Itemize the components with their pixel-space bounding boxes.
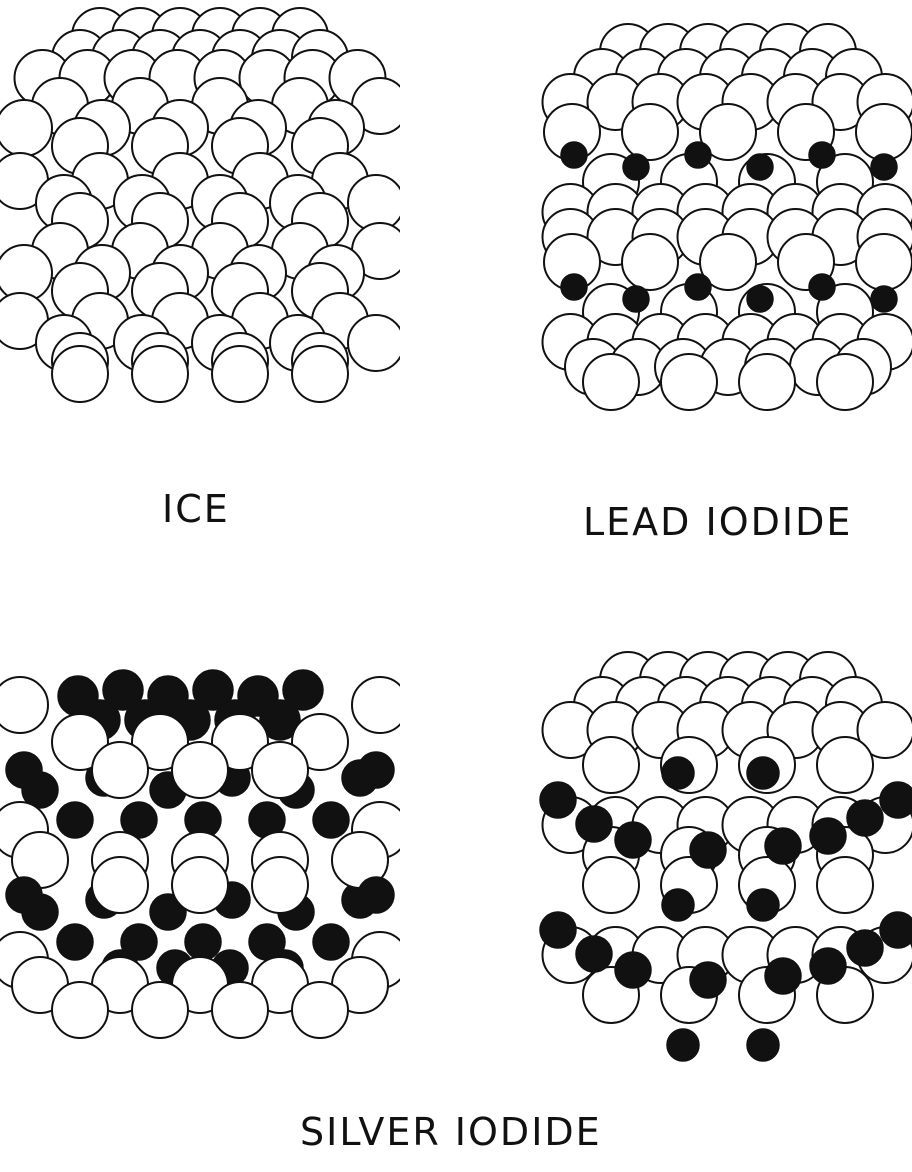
large-atom: [583, 857, 639, 913]
large-atom: [583, 737, 639, 793]
small-atom: [747, 154, 773, 180]
silver-iodide-structure-drawing-left: [0, 650, 400, 1070]
small-atom: [880, 912, 912, 948]
large-atom: [622, 234, 678, 290]
small-atom: [358, 877, 394, 913]
large-atom: [348, 315, 400, 371]
large-atom: [132, 982, 188, 1038]
small-atom: [6, 752, 42, 788]
large-atom: [856, 234, 912, 290]
small-atom: [871, 286, 897, 312]
small-atom: [57, 802, 93, 838]
small-atom: [313, 802, 349, 838]
small-atom: [540, 912, 576, 948]
ice-structure-panel: [0, 6, 400, 426]
large-atom: [292, 346, 348, 402]
large-atom: [817, 737, 873, 793]
lead-iodide-label: LEAD IODIDE: [583, 500, 852, 544]
silver-iodide-structure-drawing-right: [528, 650, 912, 1070]
large-atom: [352, 677, 400, 733]
silver-iodide-structure-panel-left: [0, 650, 400, 1070]
small-atom: [747, 1029, 779, 1061]
small-atom: [685, 274, 711, 300]
large-atom: [661, 354, 717, 410]
small-atom: [358, 752, 394, 788]
small-atom: [880, 782, 912, 818]
small-atom: [561, 142, 587, 168]
large-atom: [0, 677, 48, 733]
small-atom: [690, 832, 726, 868]
small-atom: [313, 924, 349, 960]
small-atom: [662, 889, 694, 921]
small-atom: [540, 782, 576, 818]
small-atom: [809, 142, 835, 168]
small-atom: [662, 757, 694, 789]
large-atom: [252, 742, 308, 798]
small-atom: [6, 877, 42, 913]
small-atom: [847, 930, 883, 966]
ice-structure-drawing: [0, 6, 400, 426]
small-atom: [690, 962, 726, 998]
small-atom: [576, 806, 612, 842]
lead-iodide-structure-drawing: [528, 22, 912, 442]
silver-iodide-structure-panel-right: [528, 650, 912, 1070]
small-atom: [847, 800, 883, 836]
large-atom: [0, 245, 52, 301]
small-atom: [623, 154, 649, 180]
large-atom: [583, 354, 639, 410]
large-atom: [212, 346, 268, 402]
large-atom: [132, 346, 188, 402]
ice-label: ICE: [162, 487, 230, 531]
large-atom: [817, 857, 873, 913]
large-atom: [92, 742, 148, 798]
large-atom: [212, 982, 268, 1038]
small-atom: [623, 286, 649, 312]
large-atom: [348, 175, 400, 231]
large-atom: [172, 857, 228, 913]
large-atom: [856, 104, 912, 160]
small-atom: [871, 154, 897, 180]
small-atom: [185, 924, 221, 960]
small-atom: [747, 889, 779, 921]
large-atom: [0, 100, 52, 156]
large-atom: [52, 982, 108, 1038]
large-atom: [52, 346, 108, 402]
small-atom: [810, 948, 846, 984]
small-atom: [765, 828, 801, 864]
small-atom: [747, 757, 779, 789]
small-atom: [810, 818, 846, 854]
small-atom: [685, 142, 711, 168]
silver-iodide-label: SILVER IODIDE: [300, 1110, 602, 1154]
large-atom: [92, 857, 148, 913]
large-atom: [292, 982, 348, 1038]
large-atom: [252, 857, 308, 913]
large-atom: [622, 104, 678, 160]
small-atom: [667, 1029, 699, 1061]
small-atom: [615, 822, 651, 858]
small-atom: [747, 286, 773, 312]
lead-iodide-structure-panel: [528, 22, 912, 442]
large-atom: [817, 354, 873, 410]
small-atom: [576, 936, 612, 972]
small-atom: [561, 274, 587, 300]
small-atom: [615, 952, 651, 988]
small-atom: [765, 958, 801, 994]
small-atom: [809, 274, 835, 300]
large-atom: [172, 742, 228, 798]
large-atom: [739, 354, 795, 410]
small-atom: [57, 924, 93, 960]
